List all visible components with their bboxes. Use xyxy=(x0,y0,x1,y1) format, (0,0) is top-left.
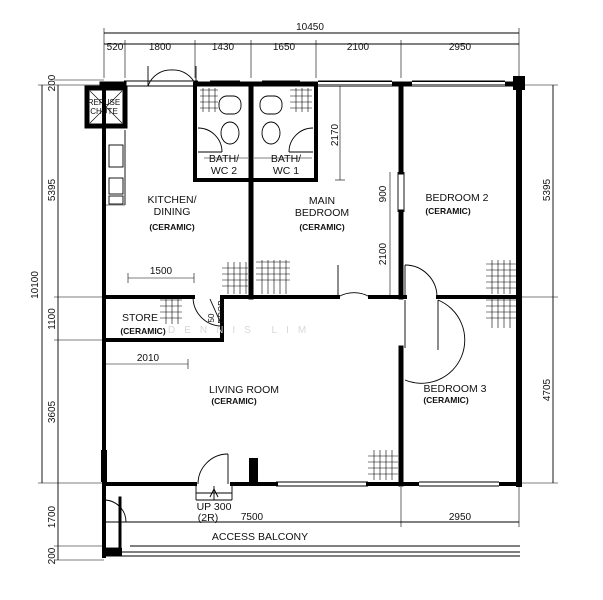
dim-top-1: 520 xyxy=(107,42,124,53)
dim-top-4: 1650 xyxy=(273,42,296,53)
kitchen-label-2: DINING xyxy=(154,206,191,218)
dim-bottom-left-2: 200 xyxy=(47,547,58,564)
dim-bottom-left-1: 1700 xyxy=(47,505,58,528)
main-bedroom-label-3: (CERAMIC) xyxy=(299,222,344,232)
bath1-label-1: BATH/ xyxy=(271,153,301,165)
dim-2100: 2100 xyxy=(378,242,389,265)
dim-top-2: 1800 xyxy=(149,42,172,53)
entrance-up-label: UP 300 xyxy=(197,501,232,513)
watermark-text: DENNIS LIM xyxy=(168,325,315,336)
dim-left-3: 1100 xyxy=(47,308,58,330)
misc-labels: 50 DROP UP 300 (2R) xyxy=(197,300,232,524)
store-label-2: (CERAMIC) xyxy=(120,326,165,336)
dim-2010: 2010 xyxy=(137,353,160,364)
access-balcony: ACCESS BALCONY xyxy=(102,482,520,558)
dim-overall-height: 10100 xyxy=(30,271,41,299)
dim-top-3: 1430 xyxy=(212,42,235,53)
drop-label: DROP xyxy=(217,300,226,323)
store-label-1: STORE xyxy=(122,312,158,324)
bath2-label-1: BATH/ xyxy=(209,153,239,165)
dim-overall-width: 10450 xyxy=(296,22,324,33)
kitchen-label-1: KITCHEN/ xyxy=(147,194,196,206)
interior-walls xyxy=(102,81,521,487)
dim-bottom-1: 7500 xyxy=(241,512,264,523)
bedroom2-label-1: BEDROOM 2 xyxy=(425,192,488,204)
kitchen-label-3: (CERAMIC) xyxy=(149,222,194,232)
dim-900: 900 xyxy=(378,185,389,202)
dim-bottom-2: 2950 xyxy=(449,512,472,523)
living-room-label-1: LIVING ROOM xyxy=(209,384,279,396)
bottom-dimension-chain: 7500 2950 xyxy=(103,487,520,527)
floor-trap-grids xyxy=(160,260,516,480)
dim-right-1: 5395 xyxy=(542,178,553,201)
main-bedroom-label-1: MAIN xyxy=(309,195,335,207)
top-dimension-chain: 10450 520 1800 1430 1650 2100 2950 xyxy=(103,22,520,78)
drop-value-label: 50 xyxy=(207,313,216,322)
dim-1500: 1500 xyxy=(150,266,173,277)
dim-left-1: 200 xyxy=(47,74,58,91)
bedroom3-label-1: BEDROOM 3 xyxy=(423,383,486,395)
room-labels: KITCHEN/ DINING (CERAMIC) MAIN BEDROOM (… xyxy=(120,192,488,406)
bedroom2-label-2: (CERAMIC) xyxy=(425,206,470,216)
bottom-left-dimension-chain: 1700 200 xyxy=(47,483,104,564)
bedroom3-label-2: (CERAMIC) xyxy=(423,395,468,405)
living-room-label-2: (CERAMIC) xyxy=(211,396,256,406)
main-bedroom-label-2: BEDROOM xyxy=(295,207,349,219)
doors xyxy=(103,66,466,523)
entrance-risers-label: (2R) xyxy=(198,512,218,524)
bath-fixtures: BATH/ WC 2 BATH/ WC 1 xyxy=(197,88,314,177)
dim-left-4: 3605 xyxy=(47,400,58,423)
entrance-steps xyxy=(195,486,233,501)
bath1-label-2: WC 1 xyxy=(273,165,299,177)
dim-right-2: 4705 xyxy=(542,378,553,401)
kitchen-fixtures xyxy=(106,130,126,206)
dim-top-6: 2950 xyxy=(449,42,472,53)
access-balcony-label: ACCESS BALCONY xyxy=(212,531,308,543)
internal-dimensions: 2170 900 2100 1500 2010 xyxy=(106,86,391,369)
refuse-chute-label-1: REFUSE xyxy=(88,98,120,107)
bath2-label-2: WC 2 xyxy=(211,165,237,177)
refuse-chute: REFUSE CHUTE xyxy=(84,85,128,129)
exterior-walls xyxy=(99,76,525,487)
dim-2170: 2170 xyxy=(330,123,341,146)
right-dimension-chain: 5395 4705 xyxy=(519,84,558,484)
left-dimension-chain: 10100 200 5395 1100 3605 xyxy=(30,74,104,484)
dim-top-5: 2100 xyxy=(347,42,370,53)
refuse-chute-label-2: CHUTE xyxy=(90,107,118,116)
dim-left-2: 5395 xyxy=(47,178,58,201)
